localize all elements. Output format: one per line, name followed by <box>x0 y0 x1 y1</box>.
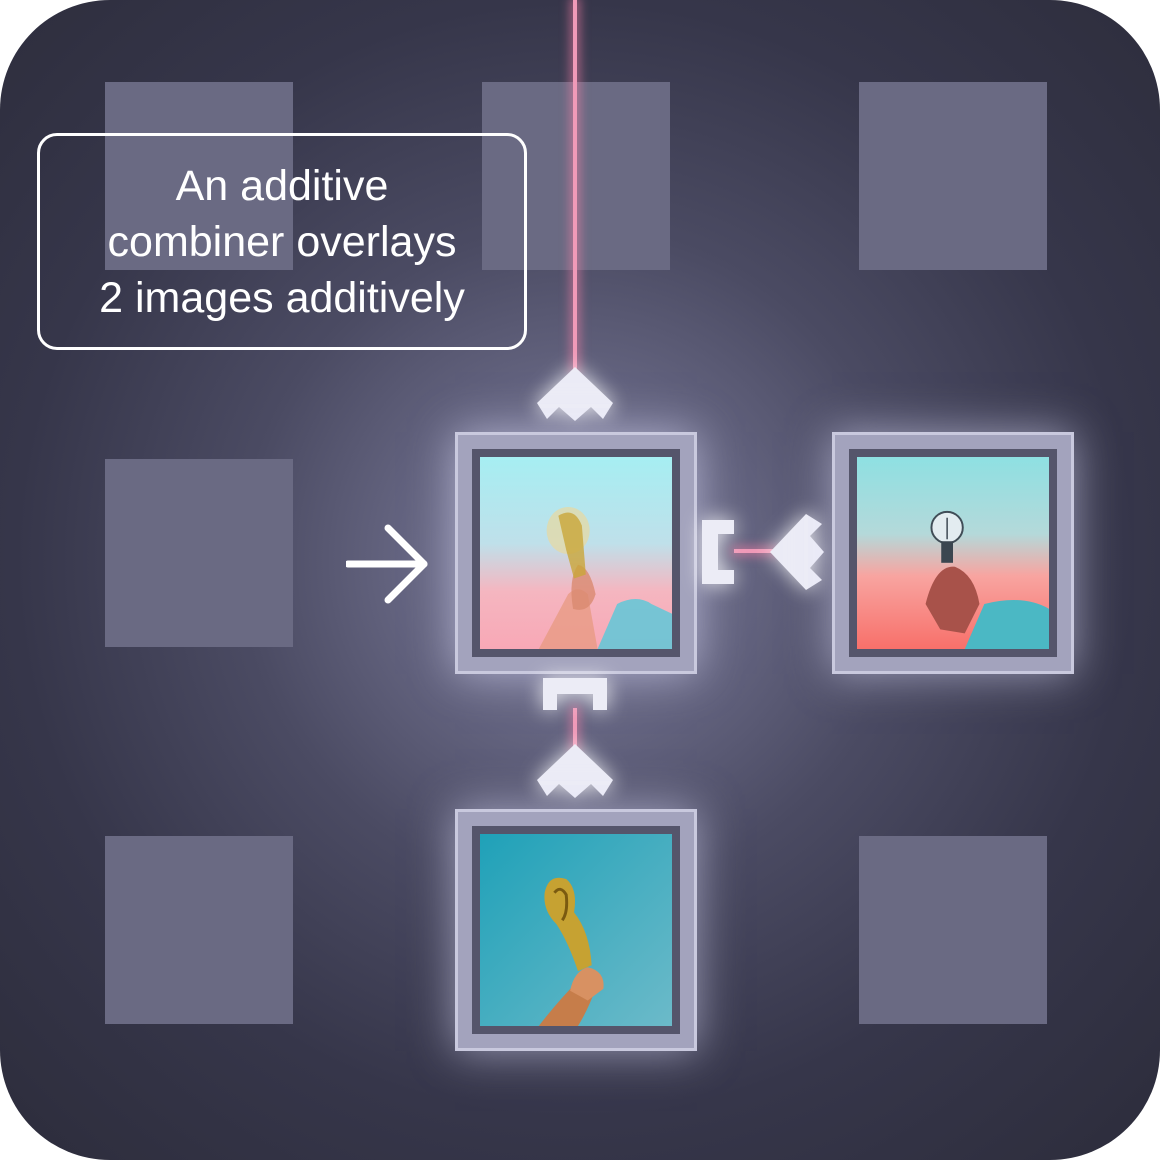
additive-combiner-tile[interactable] <box>455 432 697 674</box>
trophy-slot <box>472 826 680 1034</box>
output-emitter-icon <box>537 367 613 421</box>
grid-cell-middle-left[interactable] <box>105 459 293 647</box>
hint-text: An additive combiner overlays 2 images a… <box>60 158 504 326</box>
hint-line-1: An additive <box>175 161 389 210</box>
laser-beam-bottom <box>573 708 577 752</box>
hint-line-2: combiner overlays <box>107 217 457 266</box>
hint-tooltip: An additive combiner overlays 2 images a… <box>37 133 527 350</box>
grid-cell-top-right[interactable] <box>859 82 1047 270</box>
laser-beam-right <box>734 549 776 553</box>
grid-cell-bottom-right[interactable] <box>859 836 1047 1024</box>
trophy-tile[interactable] <box>455 809 697 1051</box>
bottom-input-port-icon <box>543 678 607 710</box>
combiner-slot <box>472 449 680 657</box>
laser-beam-up <box>573 0 577 372</box>
combined-image <box>480 457 672 649</box>
hint-line-3: 2 images additively <box>99 273 465 322</box>
lightbulb-tile[interactable] <box>832 432 1074 674</box>
trophy-image <box>480 834 672 1026</box>
right-emitter-icon <box>770 514 824 590</box>
lightbulb-image <box>857 457 1049 649</box>
grid-cell-bottom-left[interactable] <box>105 836 293 1024</box>
lightbulb-slot <box>849 449 1057 657</box>
bottom-emitter-icon <box>537 744 613 798</box>
grid-cell-top-left[interactable] <box>105 82 293 270</box>
right-input-port-icon <box>702 520 734 584</box>
arrow-right-icon <box>346 524 428 604</box>
